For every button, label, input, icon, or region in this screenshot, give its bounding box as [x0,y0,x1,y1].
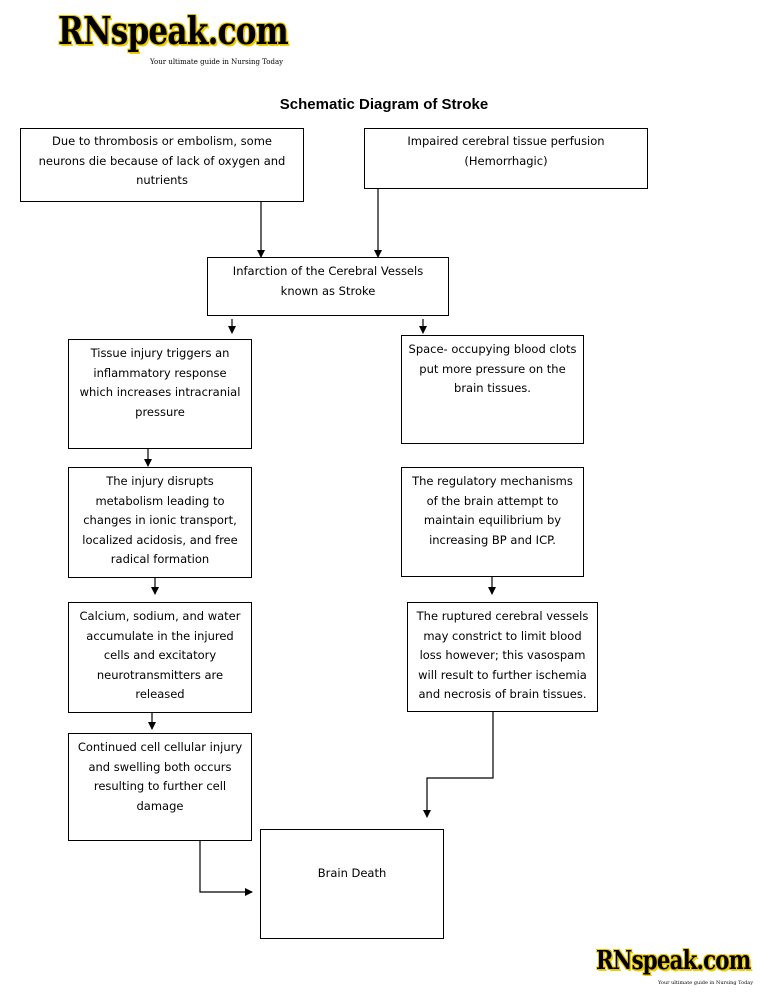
logo-tagline: Your ultimate guide in Nursing Today [658,980,754,986]
box-metabolism: The injury disrupts metabolism leading t… [68,467,252,578]
arrow-continued-to-brain-death [199,841,253,896]
rnspeak-logo-bottom: RNspeak.com Your ultimate guide in Nursi… [596,948,756,988]
box-space-occupying: Space- occupying blood clots put more pr… [401,335,584,444]
arrow-ruptured-to-brain-death [423,712,494,818]
box-continued-injury: Continued cell cellular injury and swell… [68,733,252,841]
box-tissue-injury: Tissue injury triggers an inflammatory r… [68,339,252,449]
box-brain-death: Brain Death [260,829,444,939]
box-thrombosis: Due to thrombosis or embolism, some neur… [20,128,304,202]
box-infarction: Infarction of the Cerebral Vessels known… [207,257,449,316]
rnspeak-logo-top: RNspeak.com Your ultimate guide in Nursi… [58,12,289,68]
box-ruptured-vessels: The ruptured cerebral vessels may constr… [407,602,598,712]
logo-wordmark: RNspeak.com [596,946,751,976]
logo-tagline: Your ultimate guide in Nursing Today [150,58,284,66]
box-regulatory: The regulatory mechanisms of the brain a… [401,467,584,577]
diagram-title: Schematic Diagram of Stroke [279,96,489,113]
box-calcium: Calcium, sodium, and water accumulate in… [68,602,252,713]
box-impaired-perfusion: Impaired cerebral tissue perfusion (Hemo… [364,128,648,189]
